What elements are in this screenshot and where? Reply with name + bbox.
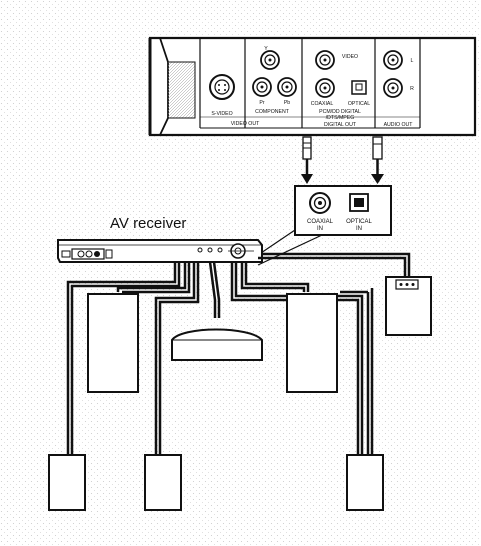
coaxial-cable	[301, 136, 313, 184]
optical-in-jack	[349, 193, 369, 212]
center-speaker	[171, 328, 263, 361]
coaxial-in-label-line1: COAXIAL	[307, 219, 334, 225]
digital-cables	[301, 136, 384, 184]
audio-l-label: L	[411, 58, 414, 64]
component-label: COMPONENT	[255, 109, 290, 115]
component-y-label: Y	[264, 46, 268, 52]
component-pr-label: Pr	[259, 100, 264, 106]
audio-r-jack	[383, 78, 403, 98]
component-y-jack	[260, 50, 280, 70]
receiver-input-callout: COAXIAL IN OPTICAL IN	[257, 185, 392, 266]
coaxial-out-label: COAXIAL	[311, 101, 334, 107]
coaxial-out-jack	[315, 78, 335, 98]
component-pb-jack	[277, 77, 297, 97]
av-receiver-label: AV receiver	[110, 215, 186, 232]
front-left-speaker	[87, 293, 139, 393]
player-rear-panel: S-VIDEO Y Pr Pb COMPONENT VIDEO OUT VIDE	[148, 36, 477, 137]
optical-cable	[371, 136, 384, 184]
coaxial-in-jack	[309, 192, 331, 214]
optical-in-label-line2: IN	[356, 226, 362, 232]
surround-right-speaker	[346, 454, 384, 511]
video-label: VIDEO	[342, 54, 358, 60]
coaxial-in-label-line2: IN	[317, 226, 323, 232]
s-video-label: S-VIDEO	[211, 111, 232, 117]
front-right-speaker	[286, 293, 338, 393]
audio-out-label: AUDIO OUT	[384, 122, 414, 128]
s-video-jack	[209, 74, 235, 100]
pcm-label-line2: /DTS/MPEG	[326, 115, 355, 121]
optical-out-label: OPTICAL	[348, 101, 370, 107]
component-pr-jack	[252, 77, 272, 97]
speakers	[48, 276, 432, 511]
optical-in-label-line1: OPTICAL	[346, 219, 372, 225]
optical-out-jack	[351, 80, 367, 95]
av-receiver	[57, 239, 263, 263]
pcm-label-line1: PCM/DD DIGITAL	[319, 109, 361, 115]
video-jack	[315, 50, 335, 70]
video-out-label: VIDEO OUT	[231, 121, 260, 127]
component-pb-label: Pb	[284, 100, 290, 106]
surround-back-speaker	[144, 454, 182, 511]
audio-l-jack	[383, 50, 403, 70]
subwoofer	[385, 276, 432, 336]
audio-r-label: R	[410, 86, 414, 92]
surround-left-speaker	[48, 454, 86, 511]
digital-out-label: DIGITAL OUT	[324, 122, 357, 128]
